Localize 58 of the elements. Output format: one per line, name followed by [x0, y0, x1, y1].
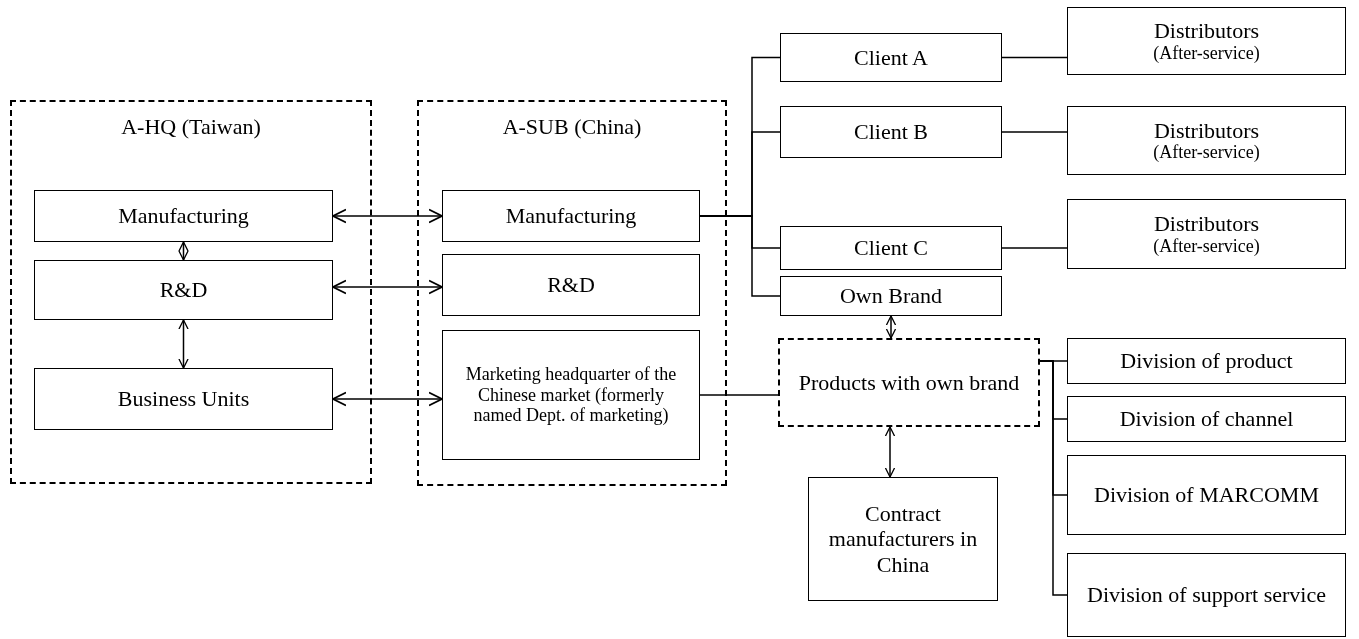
process-box: [780, 33, 1002, 82]
process-box: [780, 276, 1002, 316]
box-label: Division of support service: [1086, 582, 1327, 608]
box-label: Manufacturing: [118, 203, 249, 229]
process-box: [34, 260, 333, 320]
double-arrow: [884, 426, 896, 478]
connector-line: [1001, 247, 1068, 249]
process-box: [1067, 7, 1346, 75]
double-arrow: [332, 208, 443, 224]
process-box: [442, 254, 700, 316]
process-box: [1067, 338, 1346, 384]
box-subtitle: (After-service): [1152, 236, 1261, 257]
process-box: [442, 330, 700, 460]
box-label: Distributors: [1152, 18, 1261, 44]
box-subtitle: (After-service): [1152, 43, 1261, 64]
dashed-box: [778, 338, 1040, 427]
process-box: [1067, 455, 1346, 535]
box-label: R&D: [547, 272, 595, 298]
box-label: Contract manufacturers in China: [827, 501, 979, 577]
box-label: Client B: [853, 119, 929, 145]
box-label: Client C: [853, 235, 929, 261]
double-arrow: [178, 319, 189, 369]
box-label: Manufacturing: [505, 203, 637, 229]
process-box: [1067, 106, 1346, 175]
process-box: [1067, 553, 1346, 637]
process-box: [34, 368, 333, 430]
connector-line: [1001, 56, 1068, 59]
box-label: Products with own brand: [797, 369, 1021, 396]
process-box: [780, 106, 1002, 158]
box-label: Marketing headquarter of the Chinese market (formerly named Dept. of marketing): [464, 363, 678, 427]
dashed-group-frame: [417, 100, 727, 486]
process-box: [780, 226, 1002, 270]
box-label: R&D: [159, 277, 208, 303]
dashed-group-frame: [10, 100, 372, 484]
process-box: [1067, 199, 1346, 269]
box-label: Division of product: [1119, 348, 1294, 374]
box-label: Distributors: [1152, 117, 1261, 144]
box-label: Own Brand: [838, 283, 943, 309]
box-label: Division of channel: [1118, 406, 1295, 432]
box-label: Distributors: [1152, 211, 1261, 237]
box-label: Business Units: [117, 386, 250, 412]
double-arrow: [178, 241, 189, 261]
connector-line: [699, 215, 781, 297]
frame-title: A-SUB (China): [501, 114, 643, 140]
box-label: Client A: [853, 44, 929, 71]
double-arrow: [332, 391, 443, 407]
process-box: [808, 477, 998, 601]
connector-line: [1001, 131, 1068, 133]
double-arrow: [885, 315, 897, 339]
box-label: Division of MARCOMM: [1093, 482, 1320, 508]
process-box: [34, 190, 333, 242]
connector-line: [1039, 360, 1068, 596]
process-box: [442, 190, 700, 242]
box-subtitle: (After-service): [1152, 143, 1261, 164]
process-box: [1067, 396, 1346, 442]
connector-line: [699, 394, 779, 396]
double-arrow: [332, 279, 443, 295]
frame-title: A-HQ (Taiwan): [120, 114, 262, 140]
